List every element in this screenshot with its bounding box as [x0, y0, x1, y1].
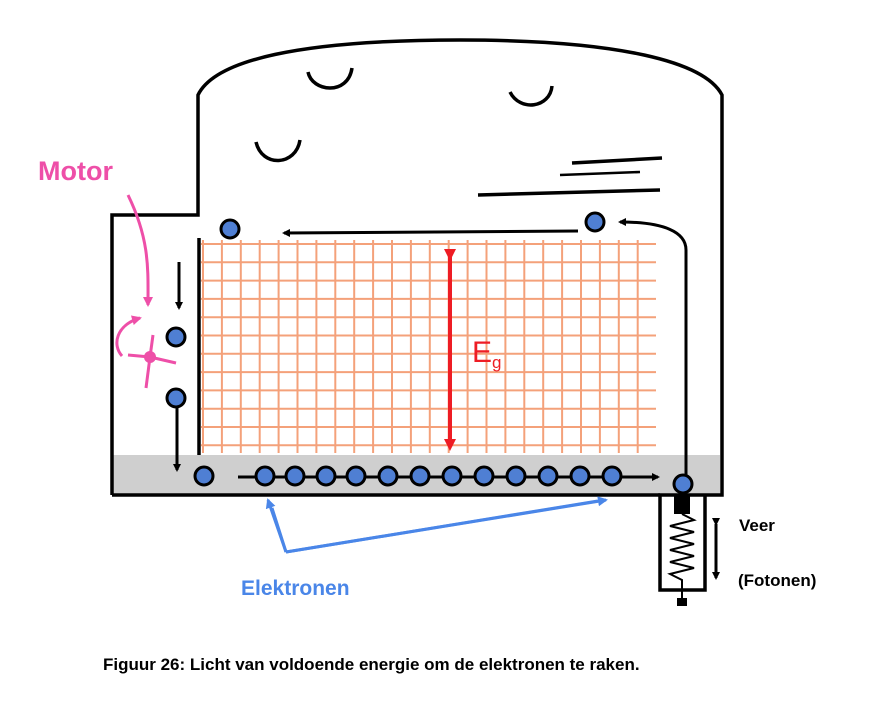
figure-caption: Figuur 26: Licht van voldoende energie o… [103, 655, 640, 674]
speed-line-3 [477, 188, 661, 197]
energy-gap-symbol: E [472, 336, 493, 369]
hook-1 [306, 67, 354, 90]
electron [672, 473, 694, 495]
electron [284, 465, 306, 487]
motor-rotor [115, 315, 177, 389]
electrons-pointer-head-right [285, 496, 608, 554]
electron [537, 465, 559, 487]
energy-gap-label: Eg [472, 336, 501, 373]
electron [165, 326, 187, 348]
electron [569, 465, 591, 487]
energy-grid [201, 240, 656, 453]
electron [601, 465, 623, 487]
electron [441, 465, 463, 487]
electron [473, 465, 495, 487]
motor-label: Motor [38, 156, 113, 186]
electron [165, 387, 187, 409]
electrons-pointer-head-left [265, 498, 288, 553]
motor-pointer-arrow [126, 194, 154, 307]
energy-gap-subscript: g [492, 353, 502, 372]
electron [254, 465, 276, 487]
electron [219, 218, 241, 240]
hook-3 [254, 139, 302, 163]
machine-outline [110, 38, 724, 592]
electron [505, 465, 527, 487]
speed-line-1 [571, 156, 663, 165]
spring-label: Veer [739, 516, 775, 535]
electrons-group [165, 211, 694, 495]
electron [193, 465, 215, 487]
spring [667, 494, 697, 606]
grid-background [201, 240, 656, 453]
electron [345, 465, 367, 487]
electron [584, 211, 606, 233]
speed-line-2 [559, 170, 641, 177]
electron [315, 465, 337, 487]
return-arrow [618, 218, 688, 476]
electron [409, 465, 431, 487]
hook-2 [508, 85, 554, 107]
electrons-label: Elektronen [241, 577, 350, 600]
photons-label: (Fotonen) [738, 571, 817, 590]
electron [377, 465, 399, 487]
top-arrow [282, 228, 579, 237]
